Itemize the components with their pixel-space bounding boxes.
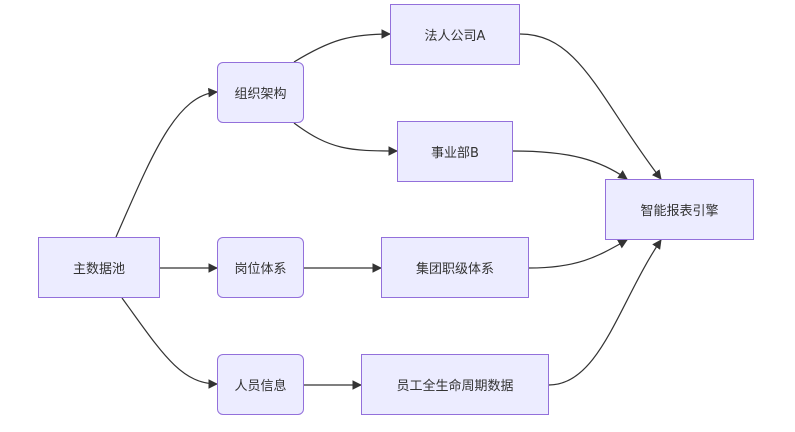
edge-deptB-engine [512, 150, 628, 180]
node-label: 主数据池 [72, 262, 125, 277]
edge-lifecycle-engine [548, 239, 662, 386]
edge-org-deptB [293, 122, 398, 156]
node-position-system[interactable]: 岗位体系 [217, 237, 304, 298]
node-group-grade-system[interactable]: 集团职级体系 [381, 237, 529, 298]
node-label: 组织架构 [234, 87, 287, 102]
edge-master-org [115, 87, 218, 238]
node-label: 员工全生命周期数据 [396, 379, 514, 394]
node-smart-report-engine[interactable]: 智能报表引擎 [605, 179, 754, 240]
node-label: 人员信息 [234, 379, 287, 394]
edge-master-person [121, 297, 218, 389]
edge-grade-engine [528, 239, 628, 269]
node-legal-company-a[interactable]: 法人公司A [390, 4, 520, 65]
node-master-data-pool[interactable]: 主数据池 [38, 237, 160, 298]
node-personnel-info[interactable]: 人员信息 [217, 354, 304, 415]
edge-legalA-engine [519, 33, 662, 180]
node-label: 法人公司A [424, 29, 486, 44]
node-business-unit-b[interactable]: 事业部B [397, 121, 513, 182]
node-label: 事业部B [431, 146, 479, 161]
node-label: 智能报表引擎 [640, 204, 719, 219]
node-employee-lifecycle-data[interactable]: 员工全生命周期数据 [361, 354, 549, 415]
node-organization[interactable]: 组织架构 [217, 62, 304, 123]
node-label: 集团职级体系 [415, 262, 494, 277]
edge-org-legalA [293, 29, 391, 63]
node-label: 岗位体系 [234, 262, 287, 277]
